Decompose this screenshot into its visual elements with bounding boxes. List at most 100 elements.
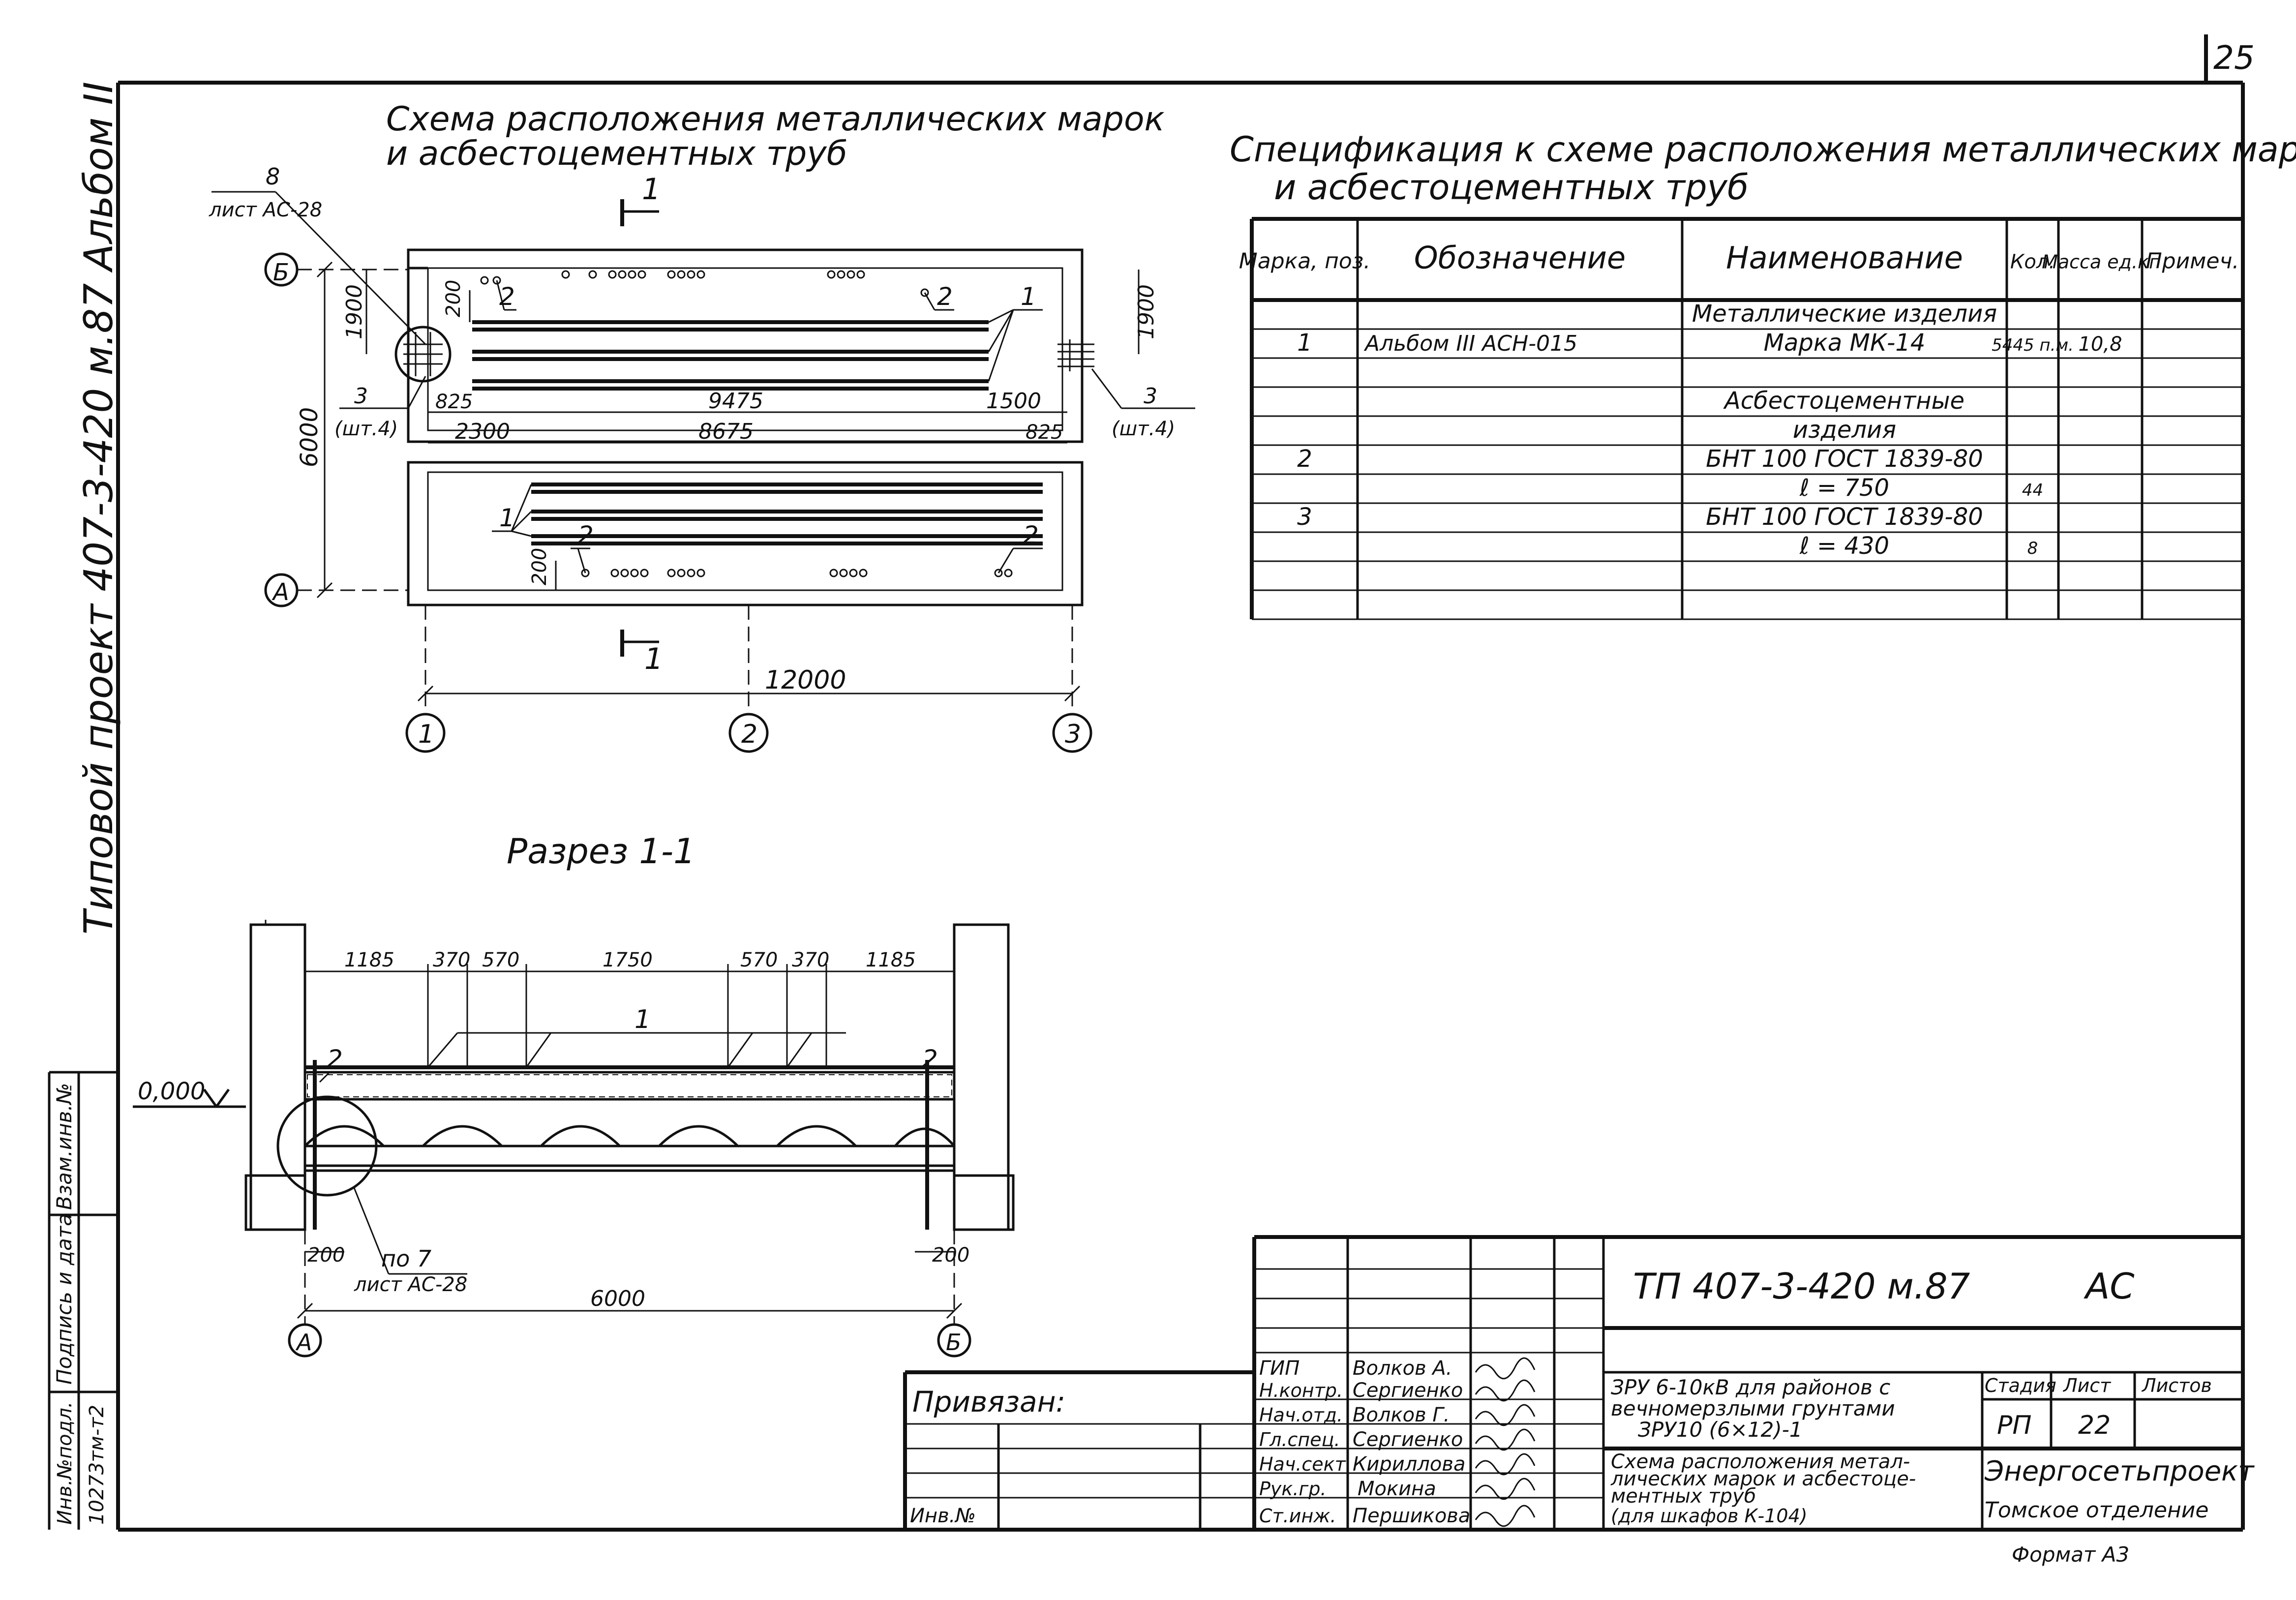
spec-cell-name: Металлические изделия [1692, 300, 1997, 328]
metal-plates-lower [531, 483, 1043, 545]
tb-inv-no: Инв.№ [910, 1505, 976, 1527]
svg-text:2: 2 [1023, 521, 1039, 549]
svg-text:Волков Г.: Волков Г. [1353, 1404, 1450, 1426]
section-dim-200-left: 200 [307, 1244, 345, 1267]
plan-dim-200-bottom: 200 [528, 548, 551, 585]
svg-text:ГИП: ГИП [1259, 1357, 1299, 1380]
callout-3-left: 3 (шт.4) [334, 376, 426, 440]
axis-1-marker: 1 [405, 605, 446, 753]
spec-cell-name: БНТ 100 ГОСТ 1839-80 [1706, 445, 1983, 473]
svg-text:1: 1 [634, 1005, 651, 1034]
spec-header-0: Марка, поз. [1239, 249, 1370, 274]
svg-text:8: 8 [266, 163, 280, 190]
section-pos-labels: 1 2 2 [319, 1005, 954, 1083]
spec-cell-oboz: Альбом III АСН-015 [1363, 331, 1577, 356]
callout-3-right: 3 (шт.4) [1091, 368, 1195, 440]
tb-roles: ГИП Н.контр. Нач.отд. Гл.спец. Нач.сект.… [1259, 1357, 1352, 1527]
spec-cell-name: ℓ = 430 [1799, 532, 1889, 560]
tb-org-sub: Томское отделение [1985, 1498, 2208, 1523]
svg-text:Першикова: Першикова [1353, 1505, 1470, 1527]
vzam-label: Взам.инв.№ [52, 1083, 76, 1210]
svg-text:Н.контр.: Н.контр. [1259, 1380, 1343, 1401]
pipe-cluster-left [394, 326, 452, 383]
axis-b-marker: Б [264, 252, 408, 287]
spec-header-5: Примеч. [2146, 249, 2239, 274]
svg-text:Волков А.: Волков А. [1353, 1357, 1452, 1380]
spec-header-2: Наименование [1726, 240, 1963, 276]
page-number: 25 [2213, 39, 2255, 77]
svg-text:А: А [272, 578, 289, 606]
spec-table-grid [1250, 217, 2245, 620]
podpis-label: Подпись и дата [52, 1213, 76, 1385]
pipe-holes-top [480, 270, 929, 297]
plan-dim-8675: 8675 [698, 419, 754, 444]
section-dim-200-right: 200 [932, 1244, 969, 1267]
section-1-1: Разрез 1-1 0,000 [133, 831, 1015, 1358]
title-block: ТП 407-3-420 м.87 АС Привязан: Инв.№ ГИП… [903, 1235, 2255, 1567]
section-note-sheet: лист АС-28 [354, 1273, 467, 1296]
svg-text:Нач.сект.: Нач.сект. [1259, 1453, 1352, 1475]
svg-text:370: 370 [433, 949, 470, 971]
tb-code: ТП 407-3-420 м.87 [1633, 1266, 1970, 1307]
svg-text:лист АС-28: лист АС-28 [209, 199, 322, 221]
svg-text:1: 1 [642, 172, 661, 207]
tb-drawing-line4: (для шкафов К-104) [1611, 1505, 1808, 1527]
plan-dim-12000: 12000 [765, 665, 846, 695]
inv-podl-value: 10273тм-т2 [86, 1405, 108, 1525]
plan-dimensions [316, 261, 1140, 702]
svg-text:3: 3 [1144, 384, 1157, 409]
svg-text:2: 2 [499, 282, 515, 311]
spec-cell-qty: 8 [2027, 539, 2038, 558]
spec-cell-name: Марка МК-14 [1764, 329, 1926, 357]
spec-cell-name: ℓ = 750 [1799, 474, 1889, 502]
svg-text:Мокина: Мокина [1358, 1478, 1436, 1500]
pipe-cluster-right [1057, 339, 1094, 371]
svg-text:2: 2 [327, 1045, 343, 1073]
tb-object-line2: вечномерзлыми грунтами [1611, 1396, 1895, 1420]
spec-cell-pos: 1 [1297, 329, 1312, 357]
plan-dim-9475: 9475 [708, 389, 763, 414]
section-dim-6000: 6000 [590, 1286, 645, 1311]
section-note-po7: по 7 [381, 1245, 431, 1272]
svg-text:Сергиенко: Сергиенко [1353, 1428, 1463, 1451]
spec-cell-pos: 2 [1297, 445, 1312, 473]
pipe-holes-bottom [581, 569, 1013, 577]
tb-sheet: 22 [2078, 1411, 2111, 1440]
spec-title-line1: Спецификация к схеме расположения металл… [1230, 129, 2296, 170]
section-top-dims: 1185 370 570 1750 570 370 1185 [304, 949, 955, 1067]
spec-header-3: Кол. [2010, 251, 2055, 273]
spec-header-1: Обозначение [1414, 240, 1626, 276]
spec-cell-mass: 10,8 [2078, 333, 2122, 356]
plan-title-line1: Схема расположения металлических марок [386, 100, 1165, 139]
svg-text:1: 1 [644, 642, 663, 676]
svg-text:2: 2 [578, 521, 594, 549]
inv-podl-label: Инв.№подл. [54, 1401, 76, 1525]
plan-dim-825-left: 825 [435, 391, 473, 413]
plan-dim-825-right: 825 [1026, 421, 1063, 444]
plan-dim-1500: 1500 [986, 389, 1041, 414]
tb-drawing-line2: лических марок и асбестоце- [1610, 1468, 1916, 1490]
plan-dim-6000: 6000 [296, 407, 323, 467]
svg-text:А: А [295, 1329, 312, 1356]
spec-table-text: Марка, поз. Обозначение Наименование Кол. Ма… [1239, 240, 2239, 560]
svg-text:370: 370 [792, 949, 829, 971]
level-marker: 0,000 [133, 1078, 246, 1108]
svg-text:1: 1 [1021, 282, 1036, 311]
svg-text:Рук.гр.: Рук.гр. [1259, 1478, 1327, 1500]
tb-drawing-line1: Схема расположения метал- [1611, 1450, 1910, 1473]
tb-drawing-line3: ментных труб [1611, 1485, 1756, 1508]
tb-object-line3: ЗРУ10 (6×12)-1 [1638, 1418, 1803, 1442]
spec-cell-name: Асбестоцементные [1723, 387, 1964, 415]
svg-text:3: 3 [1065, 720, 1081, 749]
tb-section-code: АС [2084, 1266, 2135, 1307]
svg-text:1185: 1185 [866, 949, 916, 971]
section-cut-mark-bottom: 1 [620, 630, 663, 676]
plan-dim-1900-right: 1900 [1134, 284, 1159, 339]
side-stamp: Типовой проект 407-3-420 м.87 Альбом II … [48, 82, 121, 1530]
svg-text:Сергиенко: Сергиенко [1353, 1379, 1463, 1402]
spec-cell-name: изделия [1793, 416, 1896, 444]
tb-stage-label: Стадия [1985, 1375, 2056, 1396]
svg-text:(шт.4): (шт.4) [334, 418, 398, 440]
spec-cell-pos: 3 [1297, 503, 1312, 531]
plan-pos-labels: 1 2 2 1 2 2 [492, 280, 1043, 574]
